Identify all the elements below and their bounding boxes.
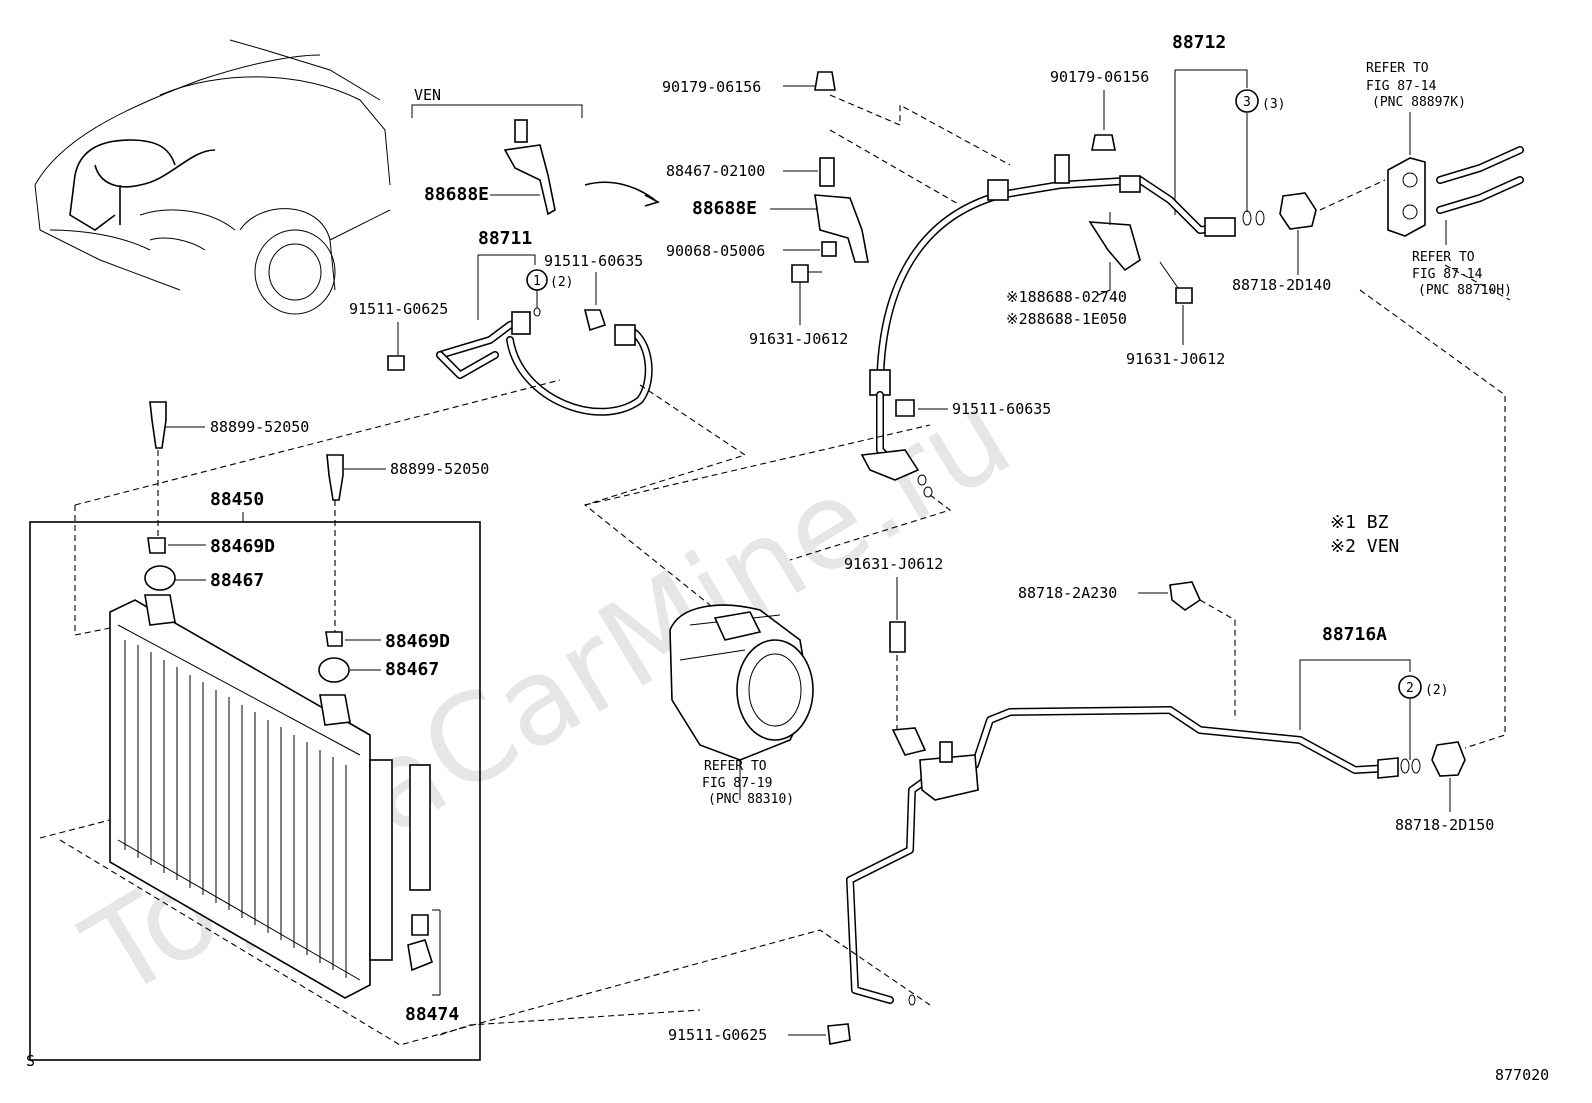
part-label-91631-J0612-a[interactable]: 91631-J0612 xyxy=(749,330,848,348)
part-label-88688E[interactable]: 88688E xyxy=(692,198,757,219)
pipe-88716A: 88716A 2 (2) 88718-2D150 88718-2A230 916… xyxy=(668,555,1494,1045)
part-label-88688E-ven[interactable]: 88688E xyxy=(424,184,489,205)
circle-marker-1: 1 xyxy=(533,274,541,289)
part-label-91511-60635-b[interactable]: 91511-60635 xyxy=(952,400,1051,418)
ven-bracket-group: VEN 88688E xyxy=(411,86,661,216)
ref-comp-line3: (PNC 88310) xyxy=(708,792,794,807)
condenser-88450: 88450 88899-52050 88899-52050 88469D 884… xyxy=(29,401,489,1061)
part-label-88469D-b[interactable]: 88469D xyxy=(385,631,450,652)
hose-88712: 88712 3 (3) 90179-06156 ※188688-02740 ※2… xyxy=(860,32,1285,498)
figure-id: 877020 xyxy=(1495,1066,1549,1084)
part-label-88688-02740[interactable]: ※188688-02740 xyxy=(1006,288,1127,306)
ref-comp-line1: REFER TO xyxy=(704,759,767,774)
part-label-90179-06156-a[interactable]: 90179-06156 xyxy=(662,78,761,96)
part-label-88688-1E050[interactable]: ※288688-1E050 xyxy=(1006,310,1127,328)
part-label-90179-06156-b[interactable]: 90179-06156 xyxy=(1050,68,1149,86)
hose-88711: 88711 1 (2) 91511-60635 91511-G0625 xyxy=(349,228,653,416)
part-label-88469D-a[interactable]: 88469D xyxy=(210,536,275,557)
circle-marker-3-qty: (3) xyxy=(1262,97,1285,112)
part-label-88899-52050-b[interactable]: 88899-52050 xyxy=(390,460,489,478)
bracket-group-88688E: 90179-06156 88467-02100 88688E 90068-050… xyxy=(662,71,869,348)
part-label-88718-2A230[interactable]: 88718-2A230 xyxy=(1018,584,1117,602)
ref-top-line3: (PNC 88897K) xyxy=(1372,95,1466,110)
circle-marker-3: 3 xyxy=(1243,95,1251,110)
part-label-91511-G0625-a[interactable]: 91511-G0625 xyxy=(349,300,448,318)
note-2: ※2 VEN xyxy=(1330,536,1399,557)
group-label-88450[interactable]: 88450 xyxy=(210,489,264,510)
corner-mark: S xyxy=(26,1052,35,1070)
ref-mid-line3: (PNC 88710H) xyxy=(1418,283,1512,298)
part-label-88467-a[interactable]: 88467 xyxy=(210,570,264,591)
part-label-91631-J0612-c[interactable]: 91631-J0612 xyxy=(844,555,943,573)
part-label-91511-60635-a[interactable]: 91511-60635 xyxy=(544,252,643,270)
note-1: ※1 BZ xyxy=(1330,512,1389,533)
group-label-88711[interactable]: 88711 xyxy=(478,228,532,249)
part-label-88467-b[interactable]: 88467 xyxy=(385,659,439,680)
part-label-91511-G0625-b[interactable]: 91511-G0625 xyxy=(668,1026,767,1044)
part-label-91631-J0612-b[interactable]: 91631-J0612 xyxy=(1126,350,1225,368)
ven-label: VEN xyxy=(414,86,441,104)
part-label-88899-52050-a[interactable]: 88899-52050 xyxy=(210,418,309,436)
ref-top-line2: FIG 87-14 xyxy=(1366,79,1437,94)
part-label-90068-05006[interactable]: 90068-05006 xyxy=(666,242,765,260)
part-label-88718-2D150[interactable]: 88718-2D150 xyxy=(1395,816,1494,834)
part-label-88718-2D140[interactable]: 88718-2D140 xyxy=(1232,276,1331,294)
circle-marker-2: 2 xyxy=(1406,681,1414,696)
ref-mid-line2: FIG 87-14 xyxy=(1412,267,1483,282)
group-label-88474[interactable]: 88474 xyxy=(405,1004,459,1025)
circle-marker-2-qty: (2) xyxy=(1425,683,1448,698)
group-label-88712[interactable]: 88712 xyxy=(1172,32,1226,53)
expansion-valve-block: REFER TO FIG 87-14 (PNC 88897K) REFER TO… xyxy=(1366,61,1524,298)
nut-88718-2D140: 88718-2D140 xyxy=(1232,192,1331,294)
dashed-reference-lines xyxy=(39,94,1511,1046)
part-label-88467-02100[interactable]: 88467-02100 xyxy=(666,162,765,180)
ref-comp-line2: FIG 87-19 xyxy=(702,776,772,791)
ref-top-line1: REFER TO xyxy=(1366,61,1429,76)
ref-mid-line1: REFER TO xyxy=(1412,250,1475,265)
group-label-88716A[interactable]: 88716A xyxy=(1322,624,1387,645)
compressor: REFER TO FIG 87-19 (PNC 88310) xyxy=(669,604,814,807)
vehicle-sketch xyxy=(34,39,391,315)
circle-marker-1-qty: (2) xyxy=(550,275,573,290)
